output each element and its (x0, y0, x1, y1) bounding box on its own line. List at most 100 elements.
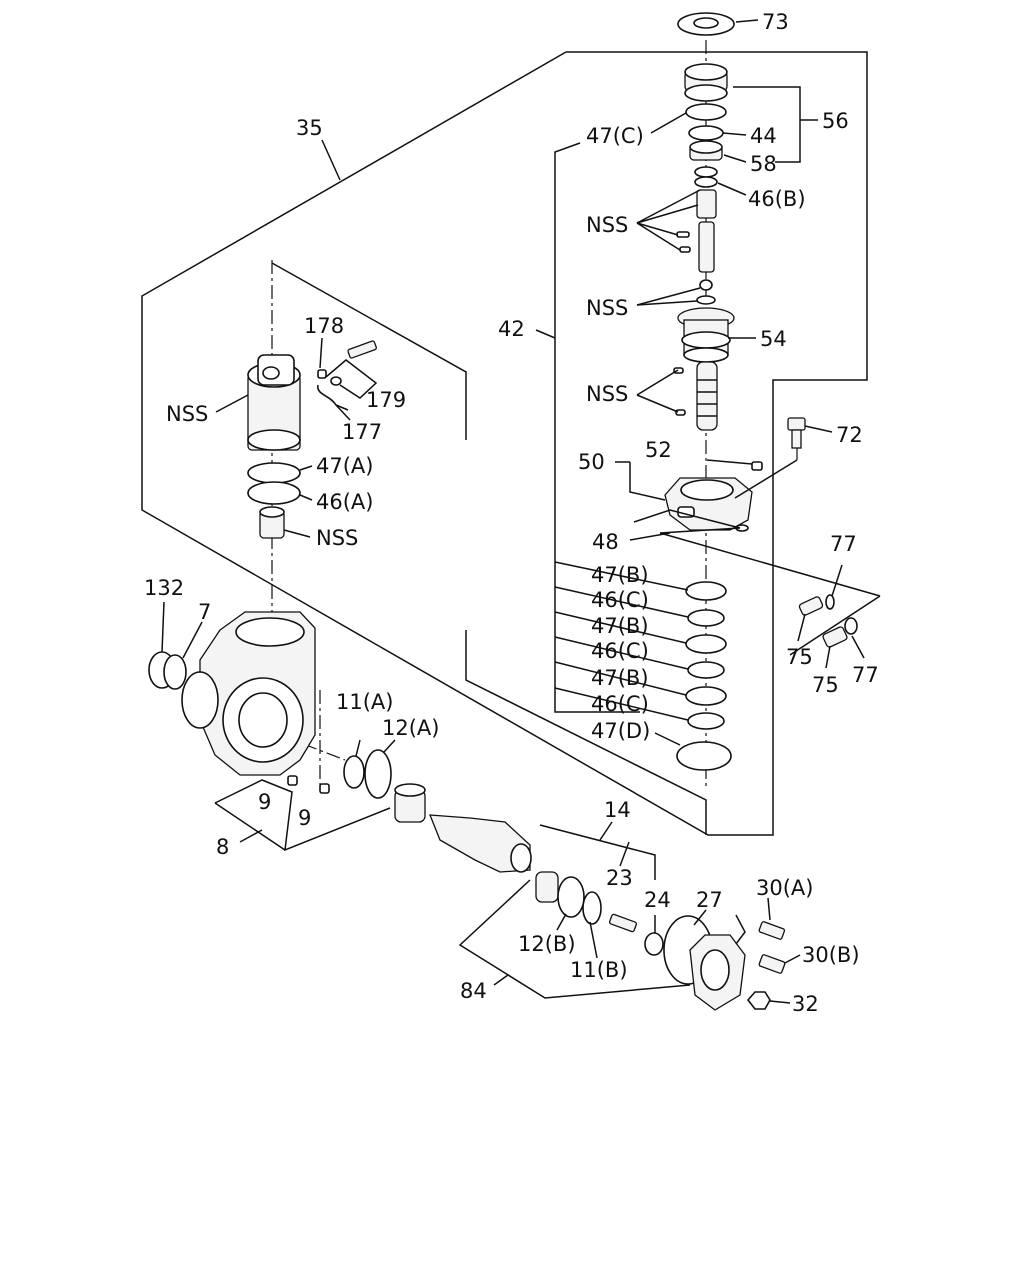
part-46a-ring (247, 481, 301, 505)
part-12b-seal (557, 876, 585, 918)
label-132: 132 (144, 576, 184, 600)
part-58-top (689, 140, 723, 154)
part-77-washer-b (844, 617, 858, 635)
part-56-top (684, 63, 728, 81)
leader-52 (706, 459, 753, 465)
bracket-179 (325, 359, 378, 399)
label-46c-3: 46(C) (591, 692, 649, 716)
label-84: 84 (460, 979, 487, 1003)
label-nss-3: NSS (586, 382, 628, 406)
leader-47a (299, 465, 313, 471)
part-177-hose (317, 384, 349, 411)
leader-11a (355, 739, 361, 757)
part-nss-valve-top (259, 506, 285, 518)
part-14-sector-shaft (429, 814, 531, 873)
leader-177 (335, 404, 351, 421)
assembly-42-bracket (554, 142, 640, 713)
leader-84 (493, 974, 509, 986)
part-50-bore (680, 479, 734, 501)
part-52-plug (751, 461, 763, 471)
part-46c-ring-2 (687, 661, 725, 679)
leader-nss-left (215, 394, 249, 413)
label-32: 32 (792, 992, 819, 1016)
leader-75-b (825, 645, 831, 669)
leader-14 (599, 821, 613, 841)
label-30a: 30(A) (756, 876, 813, 900)
part-9-plug-b (319, 783, 330, 794)
leader-nss1-a (636, 189, 701, 224)
label-12b: 12(B) (518, 932, 576, 956)
part-30a-bolt (758, 921, 786, 940)
leader-nss3-b (636, 394, 679, 413)
leader-47b-1 (554, 561, 689, 591)
label-47b-2: 47(B) (591, 614, 649, 638)
part-valve-body-bore (262, 366, 280, 380)
part-7-ring (163, 654, 187, 690)
leader-27 (693, 909, 707, 926)
part-seal-small (696, 295, 716, 305)
label-27: 27 (696, 888, 723, 912)
label-35: 35 (296, 116, 323, 140)
label-73: 73 (762, 10, 789, 34)
leader-nss1-d (636, 222, 681, 251)
leader-12b (556, 913, 567, 931)
part-47c-ring (685, 103, 727, 121)
leader-46b (717, 182, 747, 196)
part-54-ring (681, 331, 731, 349)
part-valve-body-bottom (247, 429, 301, 451)
part-housing-top-bore (235, 617, 305, 647)
label-56: 56 (822, 109, 849, 133)
leader-nss-valve (283, 529, 311, 538)
bracket-84 (458, 879, 691, 999)
part-32-nut (746, 991, 771, 1010)
label-52: 52 (645, 438, 672, 462)
label-77-bot: 77 (852, 663, 879, 687)
label-24: 24 (644, 888, 671, 912)
label-77-top: 77 (830, 532, 857, 556)
part-worm-shaft (696, 361, 718, 431)
bracket-9 (214, 779, 391, 852)
leader-47d (654, 732, 681, 746)
label-46c-1: 46(C) (591, 588, 649, 612)
label-7: 7 (198, 600, 211, 624)
label-47b-3: 47(B) (591, 666, 649, 690)
leader-nss1-c (636, 222, 679, 236)
part-47d-ring (676, 741, 732, 771)
leader-7 (182, 621, 203, 659)
part-11b-snap-ring (582, 891, 602, 925)
part-ball (699, 279, 713, 291)
part-housing-side (181, 671, 219, 729)
leader-nss1-b (636, 204, 699, 224)
part-72-head (787, 417, 806, 431)
leader-fittings-b (789, 595, 881, 656)
part-75-fitting-b (822, 626, 848, 648)
label-178: 178 (304, 314, 344, 338)
subassembly-left-outline (271, 262, 467, 440)
part-valve-spool (696, 189, 717, 219)
leader-58 (723, 154, 747, 163)
part-housing-bore (238, 692, 288, 748)
part-46c-ring-3 (687, 712, 725, 730)
leader-46a (299, 494, 313, 501)
part-input-shaft (698, 221, 715, 273)
label-nss-1: NSS (586, 213, 628, 237)
label-50: 50 (578, 450, 605, 474)
label-75-b: 75 (812, 673, 839, 697)
leader-46c-3 (554, 687, 689, 721)
part-pin-4 (675, 409, 686, 416)
leader-48-bracket (633, 509, 741, 534)
leader-23 (619, 841, 630, 867)
leader-fittings (659, 532, 881, 597)
leader-47b-3 (554, 661, 687, 696)
part-47b-ring-2 (685, 634, 727, 654)
leader-30b (784, 954, 801, 964)
label-nss-2: NSS (586, 296, 628, 320)
label-9-b: 9 (298, 806, 311, 830)
label-11a: 11(A) (336, 690, 393, 714)
part-179-washer (330, 376, 342, 386)
leader-72 (804, 425, 833, 433)
part-73-hole (693, 17, 719, 29)
part-47b-ring-1 (685, 581, 727, 601)
label-9-a: 9 (258, 790, 271, 814)
